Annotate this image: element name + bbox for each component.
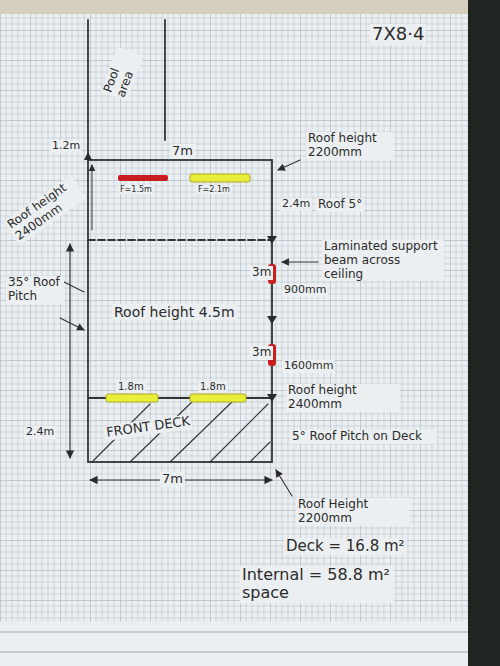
plan-label: Internal = 58.8 m² space <box>240 566 394 603</box>
building-outline <box>88 160 272 462</box>
plan-label: 7X8·4 <box>370 24 426 45</box>
grid <box>0 14 468 622</box>
plan-label: 900mm <box>282 284 328 297</box>
pool-area-line <box>88 20 165 160</box>
plan-label: 3m <box>250 266 273 280</box>
page-line <box>0 632 468 652</box>
yellow-marker <box>190 394 246 402</box>
plan-label: 7m <box>170 144 195 159</box>
deck-hatching <box>92 400 270 462</box>
plan-label: Roof height 2400mm <box>286 384 400 412</box>
dimension-arrow <box>84 152 277 402</box>
leader-line <box>278 160 300 170</box>
plan-label: Roof height 2200mm <box>306 132 394 160</box>
plan-label: 2.4m <box>24 426 56 439</box>
leader-line <box>276 470 292 496</box>
dimension-line <box>92 165 93 230</box>
plan-label: 1600mm <box>282 360 335 373</box>
leader-line <box>282 261 318 262</box>
plan-label: 5° Roof Pitch on Deck <box>290 430 436 444</box>
plan-label: 1.8m <box>198 381 228 393</box>
plan-label: Deck = 16.8 m² <box>284 538 407 555</box>
plan-label: 1.2m <box>50 140 82 153</box>
plan-label: F=1.5m <box>118 185 154 194</box>
plan-label: Roof height 4.5m <box>112 304 237 320</box>
plan-label: 7m <box>160 472 185 487</box>
yellow-marker <box>190 174 250 182</box>
plan-label: 3m <box>250 346 273 360</box>
plan-label: 35° Roof Pitch <box>6 276 64 304</box>
plan-label: 1.8m <box>116 381 146 393</box>
plan-label: Roof 5° <box>316 198 364 212</box>
plan-label: Laminated support beam across ceiling <box>322 240 444 281</box>
plan-label: Roof Height 2200mm <box>296 498 410 526</box>
roof-line <box>88 239 272 241</box>
background <box>0 0 500 14</box>
red-marker <box>118 175 168 181</box>
yellow-marker <box>106 394 158 402</box>
plan-label: F=2.1m <box>196 185 232 194</box>
background <box>468 0 500 666</box>
plan-label: 2.4m <box>280 198 312 211</box>
dimension-line <box>69 244 70 458</box>
graph-paper <box>0 14 468 666</box>
